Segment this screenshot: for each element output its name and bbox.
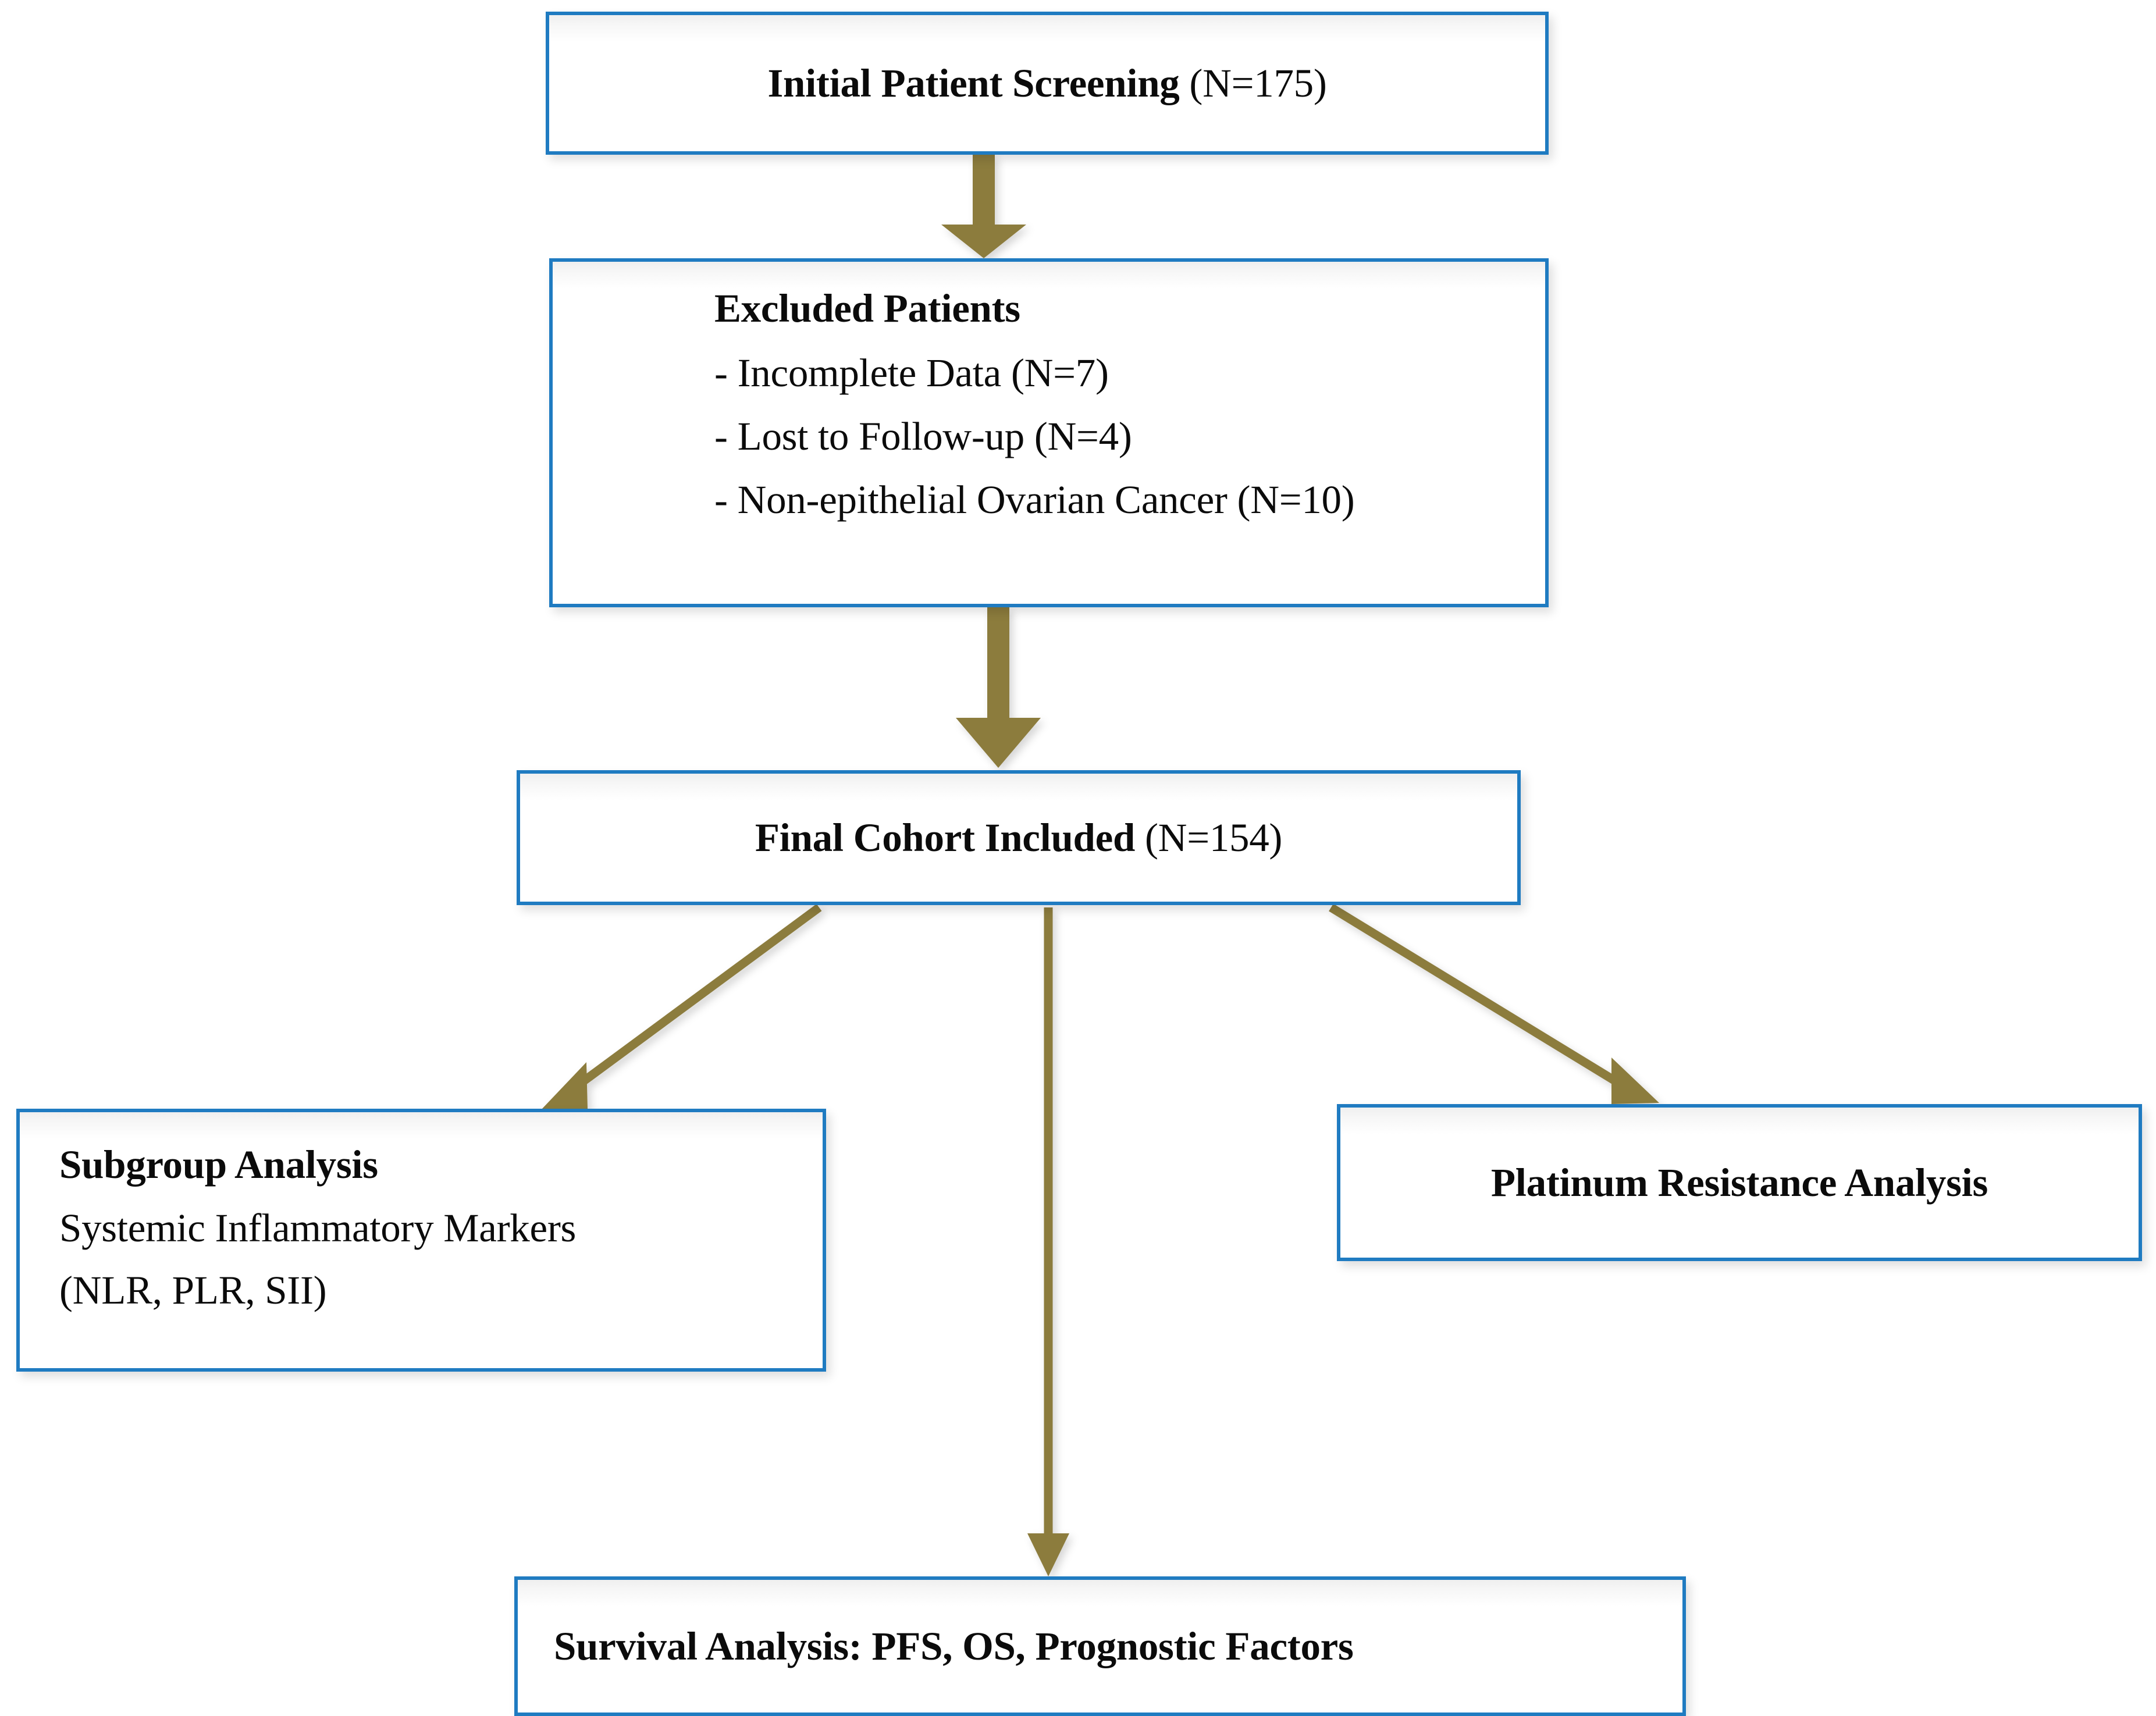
node-excluded-item-non-epithelial: - Non-epithelial Ovarian Cancer (N=10) (714, 478, 1355, 522)
node-final-cohort-included: Final Cohort Included (N=154) (517, 770, 1521, 905)
node-platinum-resistance-analysis: Platinum Resistance Analysis (1337, 1104, 2142, 1261)
node-subgroup-markers-line: Systemic Inflammatory Markers (59, 1206, 577, 1250)
node-cohort-label: Final Cohort Included (N=154) (520, 815, 1517, 860)
edge-screening-to-excluded (941, 155, 1026, 258)
node-screening-label-count: (N=175) (1179, 60, 1327, 105)
edge-cohort-to-subgroup (541, 903, 822, 1110)
node-survival-analysis: Survival Analysis: PFS, OS, Prognostic F… (514, 1576, 1686, 1716)
node-screening-label-bold: Initial Patient Screening (767, 60, 1180, 105)
node-initial-patient-screening: Initial Patient Screening (N=175) (546, 12, 1549, 155)
node-excluded-item-incomplete-data: - Incomplete Data (N=7) (714, 351, 1109, 395)
node-screening-label: Initial Patient Screening (N=175) (549, 63, 1545, 104)
node-excluded-patients: Excluded Patients - Incomplete Data (N=7… (549, 258, 1549, 607)
node-excluded-heading: Excluded Patients (714, 286, 1020, 330)
edge-cohort-to-survival (1027, 907, 1069, 1576)
node-subgroup-analysis: Subgroup Analysis Systemic Inflammatory … (16, 1109, 826, 1372)
node-cohort-label-count: (N=154) (1135, 815, 1283, 860)
node-subgroup-abbreviations-line: (NLR, PLR, SII) (59, 1268, 327, 1312)
node-excluded-item-lost-to-followup: - Lost to Follow-up (N=4) (714, 414, 1132, 458)
node-subgroup-heading: Subgroup Analysis (59, 1142, 378, 1187)
edge-cohort-to-platinum (1329, 903, 1659, 1104)
node-cohort-label-bold: Final Cohort Included (755, 815, 1136, 860)
node-survival-label: Survival Analysis: PFS, OS, Prognostic F… (554, 1624, 1354, 1668)
edge-excluded-to-cohort (956, 607, 1041, 768)
node-platinum-label: Platinum Resistance Analysis (1490, 1160, 1988, 1205)
